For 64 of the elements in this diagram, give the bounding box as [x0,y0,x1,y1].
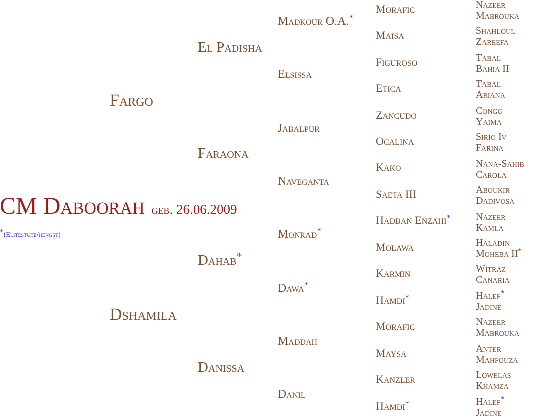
ancestor-name: Karmin [376,268,411,282]
ancestor-name: Nana-Sahib [476,160,524,170]
ancestor-name: Monrad$^{*}$ [278,228,322,242]
ancestor-name: Mabrouka [476,12,520,22]
ancestor-name: Jadine [476,302,502,314]
ancestor-name: Sirio Iv [476,133,507,144]
ancestor-name: Kamla [476,224,504,234]
ancestor-name: Molawa [376,242,414,255]
ancestor-name: Congo [476,106,503,118]
ancestor-name: Nazeer [476,212,506,223]
ancestor-name: Dshamila [110,304,177,324]
ancestor-name: Fargo [110,91,154,111]
ancestor-name: Hamdi$^{*}$ [376,400,410,414]
ancestor-name: Maysa [376,348,407,360]
ancestor-name: Kako [376,162,402,176]
ancestor-name: El Padisha [198,40,262,56]
pedigree-title: CM Daboorah [0,194,145,222]
ancestor-name: Aboukir [476,186,510,197]
ancestor-name: Dawa$^{*}$ [278,282,309,296]
ancestor-name: Maisa [376,30,404,43]
ancestor-name: Tabal [476,80,502,91]
ancestor-name: Faraona [198,146,249,164]
ancestor-name: Canaria [476,276,510,287]
ancestor-name: Danissa [198,360,245,376]
ancestor-name: Morafic [376,4,416,16]
ancestor-name: Nazeer [476,0,506,12]
ancestor-name: Yaima [476,118,502,128]
ancestor-name: Zancudo [376,110,417,122]
birth-date: geb. 26.06.2009 [152,202,238,218]
ancestor-name: Anter [476,344,502,356]
ancestor-name: Nazeer [476,318,506,329]
ancestor-name: Halef$^{*}$ [476,292,504,302]
ancestor-name: Naveganta [278,175,330,189]
ancestor-name: Farina [476,144,504,155]
ancestor-name: Lowelas [476,371,512,382]
ancestor-name: Morafic [376,321,416,334]
ancestor-name: Jadine [476,408,502,420]
ancestor-name: Shahloul [476,27,516,38]
ancestor-name: Saeta III [376,188,417,202]
ancestor-name: Khamza [476,382,509,393]
ancestor-name: Maddah [278,334,318,349]
ancestor-name: Kanzler [376,374,416,387]
ancestor-name: Mabrouka [476,329,520,340]
ancestor-name: Tabal [476,54,502,64]
ancestor-name: Jabalpur [278,122,320,136]
ancestor-name: Bahia II [476,64,510,76]
ancestor-name: Etica [376,83,402,96]
ancestor-name: Moheba II$^{*}$ [476,250,522,260]
ancestor-name: Haladin [476,238,510,250]
ancestor-name: Carola [476,170,507,182]
ancestor-name: Figuroso [376,56,418,70]
ancestor-name: Witraz [476,265,506,276]
ancestor-name: Ocalina [376,136,414,149]
ancestor-name: Zareefa [476,38,509,49]
ancestor-name: Dahab$^{*}$ [198,253,242,270]
ancestor-name: Danil [278,388,306,402]
ancestor-name: Dadivosa [476,197,515,208]
ancestor-name: Mahfouza [476,356,518,366]
ancestor-name: Hamdi$^{*}$ [376,294,410,308]
ancestor-name: Elsissa [278,68,312,82]
ancestor-name: Madkour O.A.$^{*}$ [278,15,354,29]
ancestor-name: Ariana [476,91,506,102]
ancestor-name: Hadban Enzahi$^{*}$ [376,215,451,228]
ancestor-name: Halef$^{*}$ [476,398,504,408]
